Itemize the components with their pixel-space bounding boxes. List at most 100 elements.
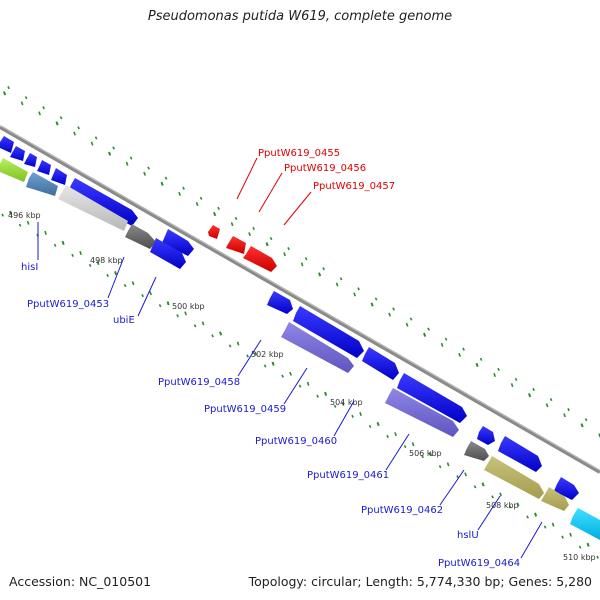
gc-dot [341, 401, 345, 406]
gc-dot [370, 302, 374, 307]
gene-feature-r1[interactable] [267, 291, 293, 314]
gc-dot [53, 243, 57, 247]
gc-dot [234, 216, 238, 221]
gc-dot [569, 532, 572, 537]
gene-feature-r5[interactable] [477, 426, 495, 445]
gc-dot [24, 96, 28, 100]
gene-feature-r6[interactable] [498, 436, 542, 472]
gc-dot [193, 324, 197, 328]
gc-dot [339, 277, 343, 281]
gene-feature-upper-2[interactable] [10, 146, 25, 161]
gc-dot [160, 181, 164, 186]
gene-feature-light[interactable] [58, 185, 128, 231]
gc-dot [322, 267, 325, 271]
scale-tick-496: 496 kbp [8, 211, 41, 220]
gene-labels: PputW619_0455 PputW619_0456 PputW619_045… [21, 148, 520, 569]
label-PputW619_0457[interactable]: PputW619_0457 [313, 181, 395, 192]
label-PputW619_0455[interactable]: PputW619_0455 [258, 148, 340, 159]
gc-dot [351, 414, 354, 418]
gene-feature-upper-5[interactable] [51, 168, 67, 185]
gc-dot [549, 397, 553, 402]
gc-dot [236, 341, 240, 346]
gc-dot [131, 281, 135, 286]
gene-feature-PputW619_0455[interactable] [208, 225, 220, 239]
scale-tick-508: 508 kbp [486, 501, 519, 510]
gc-dot [429, 452, 433, 457]
gene-feature-r4[interactable] [397, 373, 467, 423]
gc-dot [287, 247, 290, 251]
gc-dot [254, 351, 257, 356]
label-PputW619_0464[interactable]: PputW619_0464 [438, 558, 520, 569]
gc-dot [481, 482, 485, 487]
gene-feature-gray[interactable] [125, 224, 156, 249]
gc-dot [199, 196, 203, 200]
gene-feature-upper-7[interactable] [162, 229, 194, 256]
gene-feature-upper-1[interactable] [0, 136, 14, 153]
scale-tick-506: 506 kbp [409, 449, 442, 458]
gc-dot [217, 206, 220, 210]
gc-dot [368, 424, 372, 429]
gc-dot [388, 312, 391, 317]
gc-dot [166, 301, 170, 306]
gene-feature-lime[interactable] [0, 158, 28, 182]
gene-feature-cyan[interactable] [570, 508, 600, 540]
gene-feature-steel[interactable] [26, 172, 58, 196]
gene-feature-PputW619_0464[interactable] [541, 487, 569, 511]
gc-dot [567, 408, 570, 412]
label-leaders [37, 157, 543, 559]
gc-skew-dot-track [1, 86, 600, 559]
gene-feature-hslU[interactable] [484, 456, 544, 499]
gc-dot [141, 294, 144, 298]
gc-dot [353, 292, 356, 297]
gene-feature-upper-6[interactable] [68, 178, 138, 226]
genome-summary-text: Topology: circular; Length: 5,774,330 bp… [248, 574, 592, 589]
gene-feature-PputW619_0456[interactable] [226, 236, 246, 254]
leader-0458 [237, 339, 262, 377]
label-PputW619_0453[interactable]: PputW619_0453 [27, 299, 109, 310]
gc-dot [423, 332, 427, 337]
label-ubiE[interactable]: ubiE [113, 315, 135, 326]
gc-dot [359, 411, 362, 417]
gc-dot [289, 371, 292, 376]
label-hslU[interactable]: hslU [457, 530, 479, 541]
gc-dot [219, 331, 223, 336]
gc-dot [298, 384, 302, 388]
leader-ubiE [137, 276, 157, 317]
label-PputW619_0458[interactable]: PputW619_0458 [158, 377, 240, 388]
gene-feature-r3[interactable] [362, 347, 399, 380]
gc-dot [534, 512, 538, 517]
gene-feature-upper-4[interactable] [37, 160, 51, 175]
gc-dot [357, 287, 360, 291]
gene-feature-PputW619_0453[interactable] [150, 238, 186, 269]
leader-0456 [258, 172, 283, 213]
gc-dot [79, 250, 82, 256]
label-PputW619_0459[interactable]: PputW619_0459 [204, 404, 286, 415]
gene-feature-r2[interactable] [293, 306, 364, 358]
gc-dot [252, 226, 255, 231]
label-PputW619_0460[interactable]: PputW619_0460 [255, 436, 337, 447]
label-PputW619_0462[interactable]: PputW619_0462 [361, 505, 443, 516]
gene-feature-upper-3[interactable] [24, 153, 37, 167]
gene-group-red [208, 225, 277, 272]
label-PputW619_0456[interactable]: PputW619_0456 [284, 163, 366, 174]
gc-dot [201, 321, 205, 326]
gc-dot [516, 502, 520, 507]
gc-dot [271, 361, 275, 366]
gc-dot [438, 465, 442, 469]
label-PputW619_0461[interactable]: PputW619_0461 [307, 470, 389, 481]
gene-feature-PputW619_0461[interactable] [385, 388, 459, 437]
gc-dot [18, 223, 22, 227]
gc-dot [182, 186, 185, 190]
gc-dot [108, 151, 112, 156]
gc-dot [440, 342, 444, 347]
gene-feature-r7[interactable] [554, 477, 579, 500]
gene-feature-PputW619_0459[interactable] [281, 322, 354, 373]
gene-feature-PputW619_0462[interactable] [464, 441, 489, 461]
gc-dot [106, 273, 109, 278]
gc-dot [164, 176, 168, 180]
gene-feature-PputW619_0457[interactable] [243, 246, 277, 272]
label-hisI[interactable]: hisI [21, 262, 38, 273]
gc-dot [178, 191, 181, 196]
scale-tick-510: 510 kbp [563, 553, 596, 562]
gc-dot [26, 220, 30, 225]
